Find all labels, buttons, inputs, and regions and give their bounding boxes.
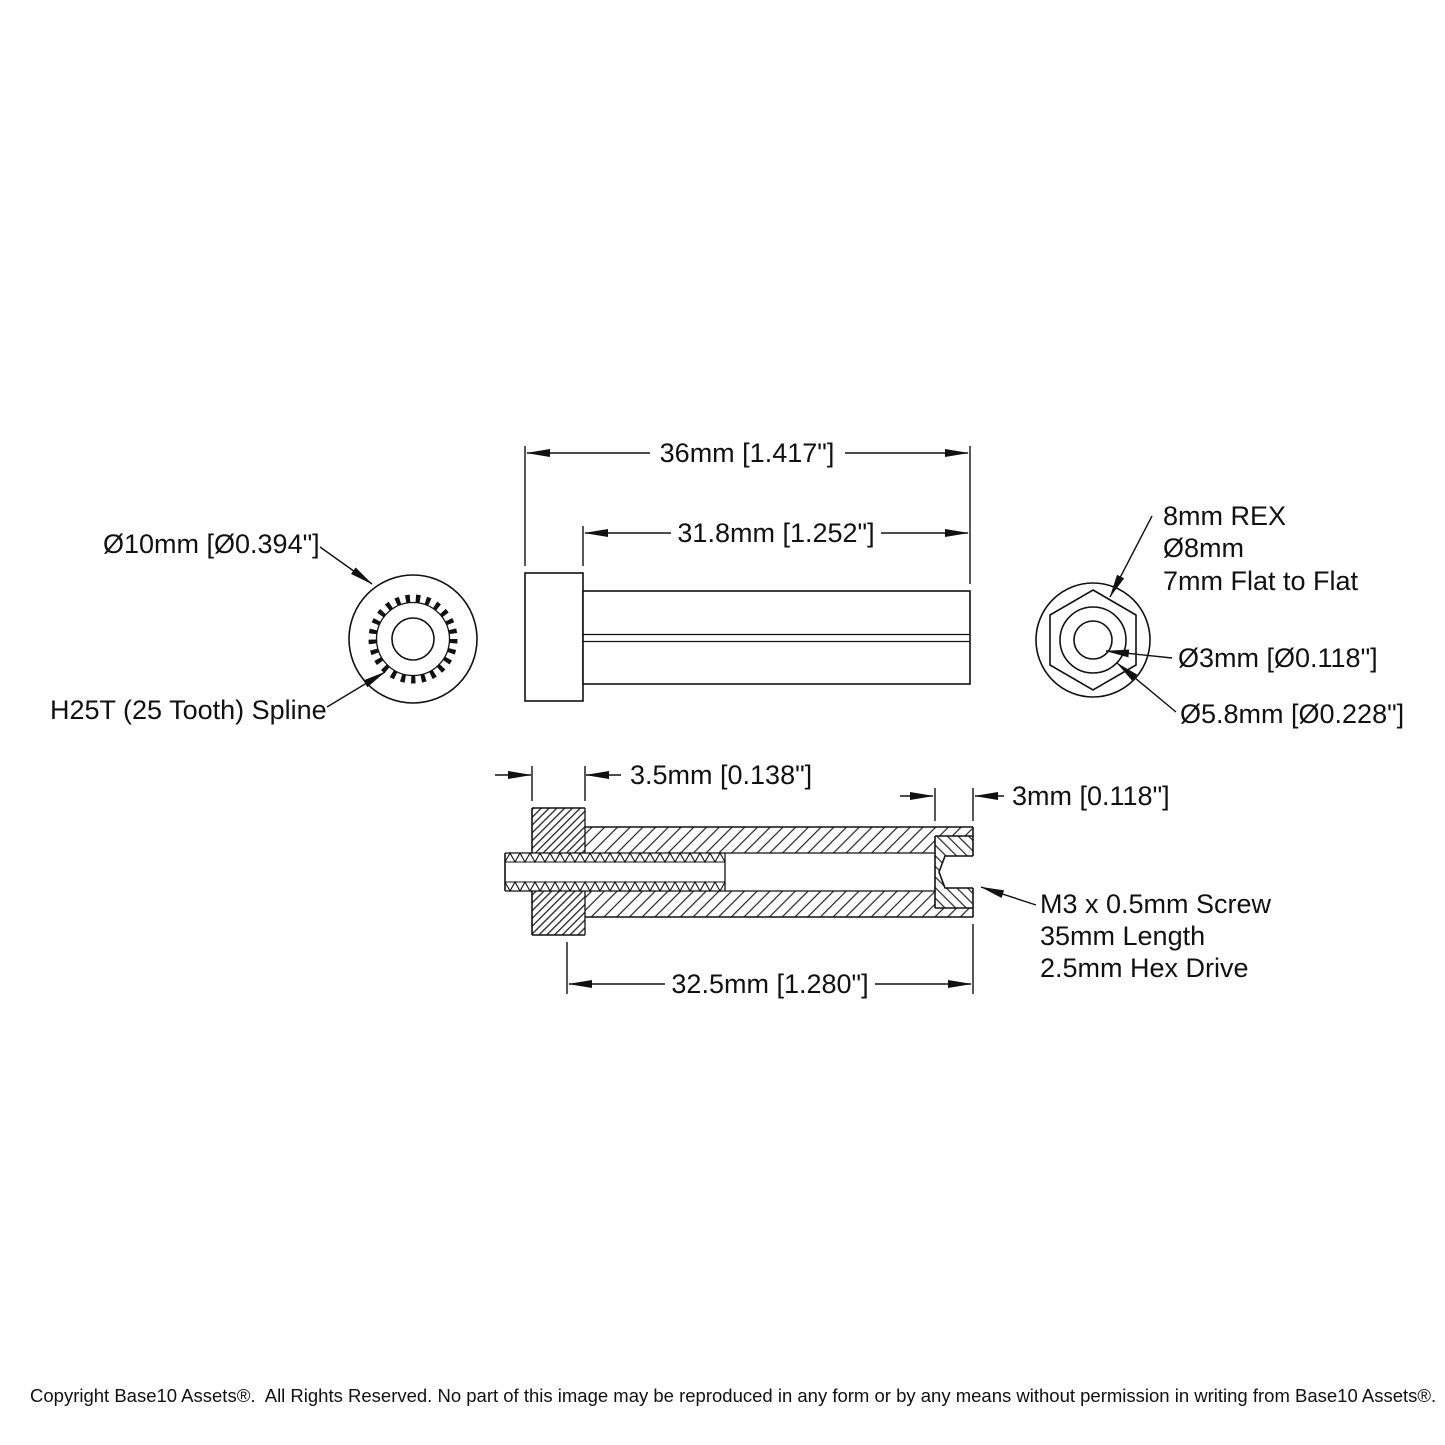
screw-leader-line bbox=[980, 886, 1037, 906]
section-view: 3.5mm [0.138"] 3mm [0.118"] 32.5mm [1.28… bbox=[495, 760, 1272, 999]
rex-label-line3: 7mm Flat to Flat bbox=[1163, 566, 1359, 596]
screw-label-line3: 2.5mm Hex Drive bbox=[1040, 953, 1249, 983]
front-center-bore bbox=[391, 617, 435, 661]
rex-hex-outline bbox=[1049, 589, 1137, 691]
side-head-outline bbox=[524, 572, 584, 702]
rear-outer-circle bbox=[1035, 582, 1151, 698]
rex-label-line1: 8mm REX bbox=[1163, 501, 1286, 531]
outer-diameter-leader-line bbox=[319, 546, 373, 585]
section-hatch-body-top bbox=[585, 827, 935, 853]
spline-root-circle bbox=[375, 601, 451, 677]
copyright-text: Copyright Base10 Assets®. All Rights Res… bbox=[30, 1385, 1436, 1406]
dimension-31-8mm-text: 31.8mm [1.252"] bbox=[677, 518, 874, 548]
dimension-32-5mm-text: 32.5mm [1.280"] bbox=[671, 969, 868, 999]
rex-leader-line bbox=[1109, 515, 1153, 598]
front-outer-circle bbox=[348, 574, 478, 704]
screw-label-line2: 35mm Length bbox=[1040, 921, 1205, 951]
screw-label-line1: M3 x 0.5mm Screw bbox=[1040, 889, 1272, 919]
dimension-36mm-text-mask bbox=[650, 438, 845, 468]
dimension-3mm-text: 3mm [0.118"] bbox=[1012, 781, 1170, 811]
section-hatch-body-bottom bbox=[585, 891, 935, 917]
counterbore-leader-line bbox=[1116, 662, 1177, 713]
spline-label: H25T (25 Tooth) Spline bbox=[50, 695, 327, 725]
side-body-outline bbox=[582, 590, 971, 685]
outer-diameter-label: Ø10mm [Ø0.394"] bbox=[103, 529, 320, 559]
dimension-36mm-text: 36mm [1.417"] bbox=[660, 438, 835, 468]
rear-view: 8mm REX Ø8mm 7mm Flat to Flat Ø3mm [Ø0.1… bbox=[1035, 501, 1404, 729]
side-view: 36mm [1.417"] 31.8mm [1.252"] bbox=[524, 438, 971, 702]
dimension-31-8mm-text-mask bbox=[671, 518, 881, 548]
dimension-3-5mm-text: 3.5mm [0.138"] bbox=[630, 760, 812, 790]
hex-socket-outline bbox=[938, 855, 973, 889]
section-hatch-rim-top bbox=[935, 827, 973, 836]
rex-label-line2: Ø8mm bbox=[1163, 533, 1244, 563]
section-hatch-rim-bottom bbox=[935, 908, 973, 917]
bore-leader-line bbox=[1105, 649, 1173, 659]
rear-bore-circle bbox=[1073, 620, 1113, 660]
bore-label: Ø3mm [Ø0.118"] bbox=[1178, 643, 1378, 673]
section-hatch-head-bottom bbox=[532, 891, 585, 935]
rear-counterbore-circle bbox=[1059, 606, 1127, 674]
section-hatch-head-top bbox=[532, 808, 585, 853]
thread-zigzag-bottom bbox=[504, 880, 726, 893]
section-hatch-screw-head bbox=[935, 836, 973, 908]
counterbore-label: Ø5.8mm [Ø0.228"] bbox=[1180, 699, 1404, 729]
spline-leader-line bbox=[326, 671, 386, 708]
thread-zigzag-top bbox=[504, 851, 726, 864]
dimension-32-5mm-text-mask bbox=[665, 969, 875, 999]
spline-teeth-ring bbox=[368, 594, 458, 684]
front-view: Ø10mm [Ø0.394"] H25T (25 Tooth) Spline bbox=[50, 529, 478, 725]
